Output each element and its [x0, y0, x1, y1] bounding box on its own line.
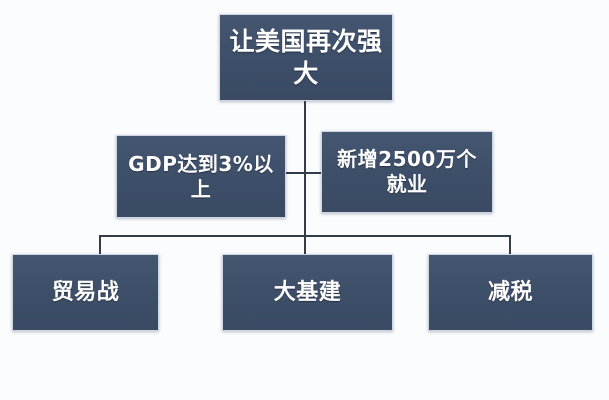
- node-root-goal: 让美国再次强大: [219, 14, 393, 101]
- node-objective-gdp-label: GDP达到3%以上: [128, 151, 274, 201]
- node-root-goal-label: 让美国再次强大: [229, 27, 383, 88]
- connector-drop-tax-cut: [509, 235, 511, 256]
- connector-trunk-to-gdp: [284, 172, 306, 174]
- node-measure-infrastructure-label: 大基建: [273, 279, 342, 305]
- node-measure-tax-cut-label: 减税: [487, 279, 533, 305]
- connector-drop-trade-war: [99, 235, 101, 256]
- node-measure-infrastructure: 大基建: [222, 254, 393, 331]
- connector-drop-infrastructure: [304, 235, 306, 256]
- connector-root-to-branch: [304, 100, 306, 237]
- connector-trunk-to-jobs: [304, 172, 324, 174]
- node-objective-jobs: 新增2500万个 就业: [321, 131, 493, 213]
- node-objective-gdp: GDP达到3%以上: [116, 135, 286, 218]
- node-measure-trade-war: 贸易战: [12, 254, 159, 331]
- node-measure-tax-cut: 减税: [428, 254, 593, 331]
- node-objective-jobs-label: 新增2500万个 就业: [337, 147, 477, 196]
- node-measure-trade-war-label: 贸易战: [51, 279, 120, 305]
